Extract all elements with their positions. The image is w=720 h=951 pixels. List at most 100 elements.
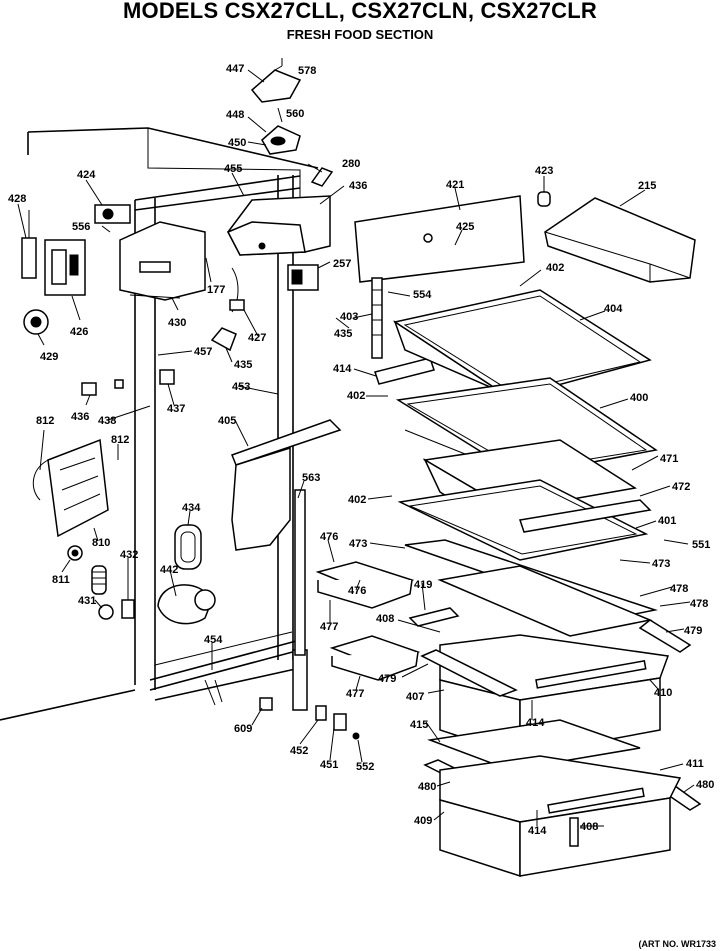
part-label-404: 404 [604,303,623,315]
rear-panel-421 [354,195,525,283]
lamp-429 [23,309,49,335]
art-number: (ART NO. WR1733 [638,939,716,949]
light-housing-426 [44,239,86,296]
part-label-450: 450 [228,137,246,149]
part-label-435a: 435 [334,328,352,340]
part-label-402a: 402 [546,262,564,274]
heater-panel-812 [32,438,109,538]
cap-431 [98,604,114,620]
part-label-435b: 435 [234,359,252,371]
thermostat-knob-448 [261,107,301,155]
part-label-403: 403 [340,311,358,323]
spring-432 [91,565,135,619]
storage-bin-215 [544,197,696,283]
part-label-451: 451 [320,759,338,771]
part-label-477b: 477 [346,688,364,700]
part-label-415: 415 [410,719,428,731]
part-label-609: 609 [234,723,252,735]
pans-476-477 [315,561,421,681]
part-label-431: 431 [78,595,96,607]
part-label-411: 411 [686,758,704,770]
part-label-473b: 473 [652,558,670,570]
part-label-408b: 408 [580,821,598,833]
part-label-400: 400 [630,392,648,404]
part-label-177: 177 [207,284,225,296]
part-label-428: 428 [8,193,26,205]
part-label-432: 432 [120,549,138,561]
glass-415 [427,719,641,771]
part-label-478a: 478 [670,583,688,595]
light-shield-405 [231,419,342,551]
divider-419 [408,607,460,627]
page-subtitle: FRESH FOOD SECTION [286,27,434,42]
part-label-457: 457 [194,346,212,358]
clip-436-437 [81,369,175,396]
part-label-447: 447 [226,63,244,75]
part-label-414b: 414 [526,717,545,729]
part-label-472: 472 [672,481,690,493]
shelf-404 [393,289,652,401]
part-label-452: 452 [290,745,308,757]
part-label-408a: 408 [376,613,394,625]
part-label-402b: 402 [347,390,365,402]
part-label-427: 427 [248,332,266,344]
part-label-554: 554 [413,289,432,301]
part-label-551: 551 [692,539,710,551]
gasket-434 [174,524,202,570]
bracket-435 [210,327,237,352]
page-title: MODELS CSX27CLL, CSX27CLN, CSX27CLR [123,0,597,23]
part-label-257: 257 [333,258,351,270]
bulb-423 [537,191,551,207]
leader-lines [17,69,695,827]
part-label-414: 414 [333,363,352,375]
part-label-414c: 414 [528,825,547,837]
part-label-436: 436 [349,180,367,192]
part-label-478b: 478 [690,598,708,610]
shelf-472-401 [397,479,652,561]
part-label-578: 578 [298,65,316,77]
part-label-434: 434 [182,502,201,514]
shelf-support-414 [374,357,435,385]
harness-427 [229,267,245,313]
control-housing-430 [119,221,206,301]
part-label-480a: 480 [418,781,436,793]
part-label-438: 438 [98,415,116,427]
part-label-479b: 479 [378,673,396,685]
light-socket-428 [21,210,37,279]
part-label-812b: 812 [111,434,129,446]
damper-280 [310,167,334,187]
part-label-479a: 479 [684,625,702,637]
part-label-401: 401 [658,515,676,527]
part-label-453: 453 [232,381,250,393]
part-label-471: 471 [660,453,678,465]
part-label-436b: 436 [71,411,89,423]
part-number-labels: 447 578 448 560 450 280 455 436 421 423 … [8,63,714,837]
part-label-563: 563 [302,472,320,484]
part-label-402c: 402 [348,494,366,506]
part-label-476b: 476 [348,585,366,597]
part-label-473a: 473 [349,538,367,550]
part-label-811: 811 [52,574,70,586]
part-label-476a: 476 [320,531,338,543]
part-label-810: 810 [92,537,110,549]
part-label-410: 410 [654,687,672,699]
part-label-552: 552 [356,761,374,773]
part-label-556: 556 [72,221,90,233]
switch-424 [94,204,131,224]
part-label-409: 409 [414,815,432,827]
part-label-454: 454 [204,634,223,646]
damper-assembly-442 [157,584,216,625]
part-label-215: 215 [638,180,656,192]
part-label-407: 407 [406,691,424,703]
part-label-448: 448 [226,109,244,121]
part-label-429: 429 [40,351,58,363]
air-duct-455-436 [226,195,331,256]
part-label-477a: 477 [320,621,338,633]
part-label-442: 442 [160,564,178,576]
control-cover-447 [250,58,302,103]
drawer-408 [439,755,682,878]
cabinet-liner [0,127,319,721]
part-label-423: 423 [535,165,553,177]
part-label-425: 425 [456,221,474,233]
